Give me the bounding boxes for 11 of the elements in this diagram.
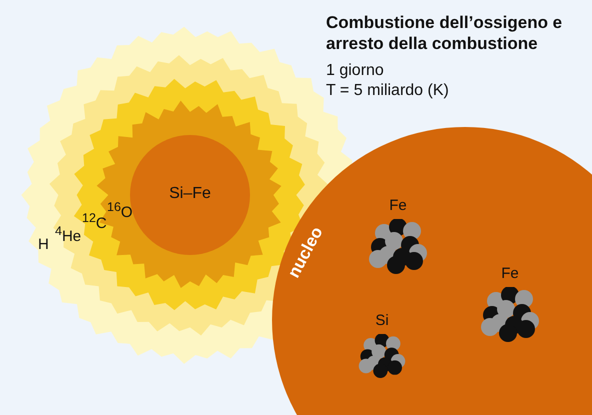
element-label: $^{4}$He (55, 224, 82, 245)
element-label: $^{16}$O (107, 200, 133, 221)
element-label: Fe (500, 265, 520, 282)
element-label: Fe (388, 197, 408, 214)
note-text: T = 5 miliardo (K) (326, 82, 449, 100)
element-label: Si (374, 312, 390, 329)
title: Combustione dell’ossigeno e arresto della combustione (326, 12, 564, 54)
note-text: 1 giorno (326, 62, 384, 80)
core-label: Si–Fe (168, 185, 212, 203)
element-label: H (38, 236, 49, 253)
element-label: $^{12}$C (82, 211, 107, 232)
